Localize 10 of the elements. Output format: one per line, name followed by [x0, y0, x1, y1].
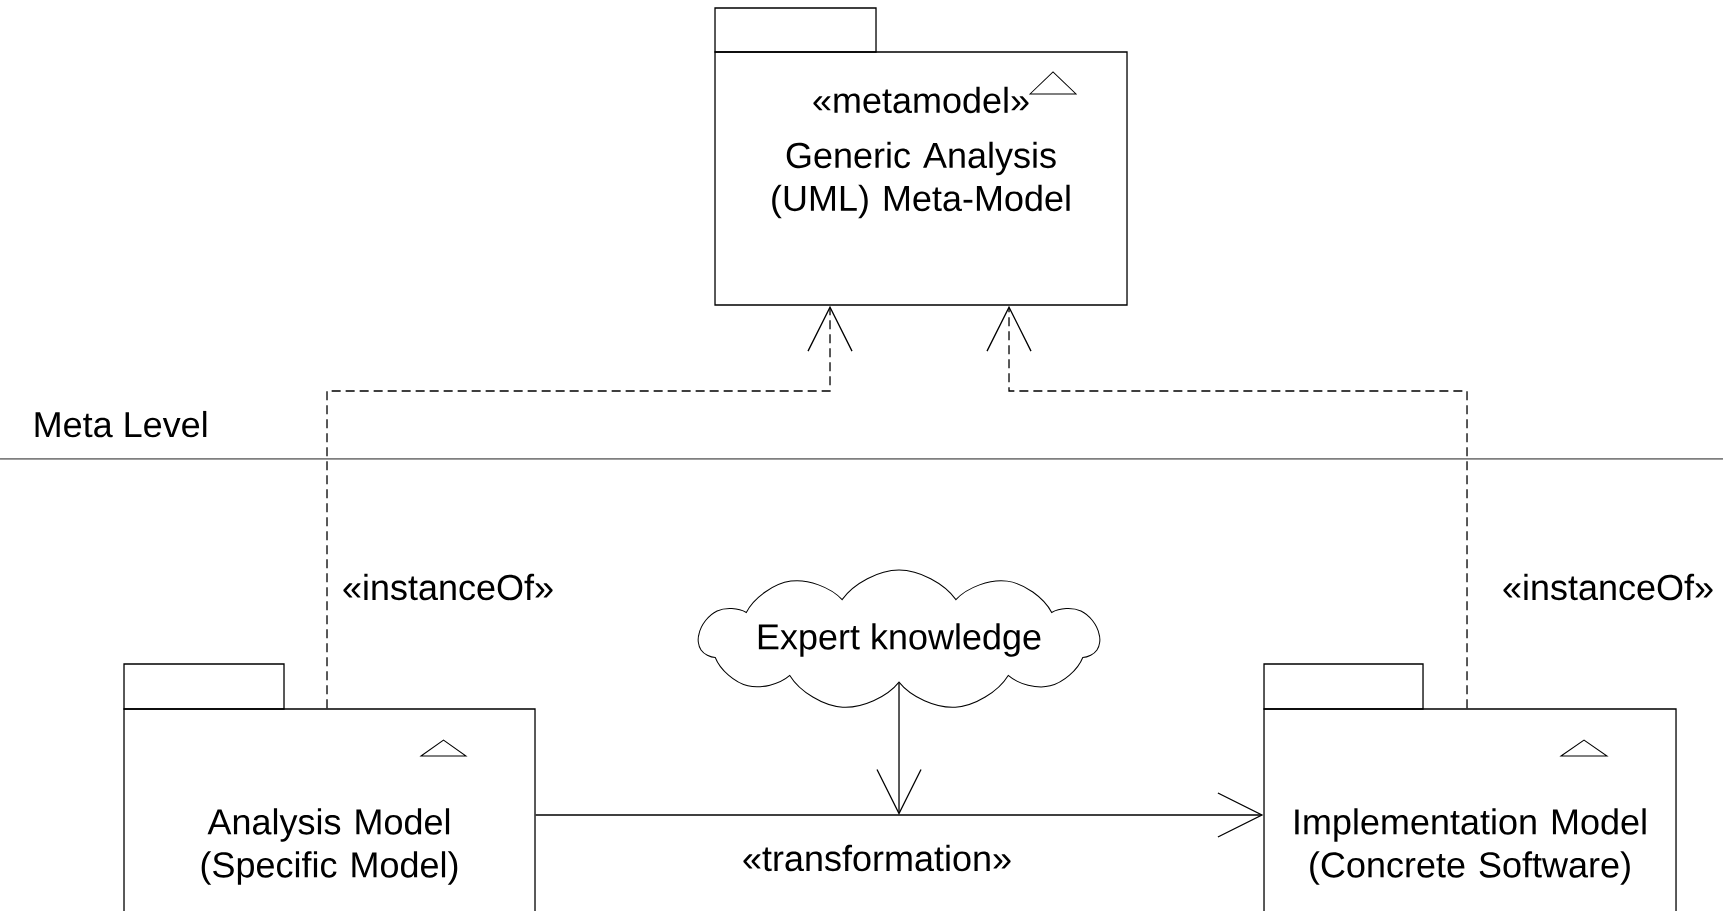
- edge-label: «instanceOf»: [339, 571, 557, 603]
- arrow: [326, 305, 853, 709]
- package-box: «metamodel» Generic Analysis (UML) Meta-Model: [714, 7, 1128, 306]
- arrow: [986, 305, 1468, 709]
- edge-label: «instanceOf»: [1499, 571, 1717, 603]
- arrow: [535, 792, 1264, 838]
- level-label: Meta Level: [35, 410, 207, 438]
- package-box: Analysis Model (Specific Model): [123, 663, 536, 911]
- edge-label: «transformation»: [739, 842, 1015, 874]
- package-box: Implementation Model (Concrete Software): [1263, 663, 1677, 911]
